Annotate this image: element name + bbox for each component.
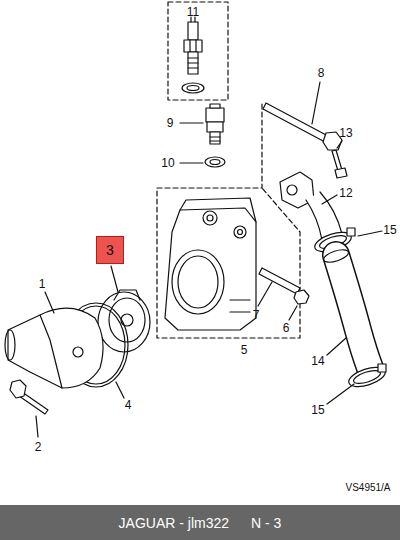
callout-number: 15 — [383, 224, 396, 236]
callout-number: 5 — [241, 344, 248, 356]
footer-text: JAGUAR - jlm322 — [119, 516, 229, 530]
highlight-callout: 3 — [96, 236, 124, 264]
callout-number: 4 — [125, 399, 132, 411]
footer-text: N - 3 — [251, 516, 281, 530]
callout-number: 3 — [106, 242, 114, 258]
callout-number: 2 — [35, 441, 42, 453]
drawing-code: VS4951/A — [345, 483, 390, 493]
callout-number: 12 — [339, 187, 352, 199]
callout-number: 13 — [339, 127, 352, 139]
callout-number: 6 — [283, 322, 290, 334]
callout-number: 8 — [318, 67, 325, 79]
callout-number: 14 — [311, 355, 324, 367]
callout-number: 9 — [167, 117, 174, 129]
callout-number: 11 — [187, 6, 199, 18]
callout-number: 1 — [39, 278, 46, 290]
callout-number: 10 — [161, 157, 174, 169]
footer-band: JAGUAR - jlm322 N - 3 — [0, 505, 400, 540]
callout-number: 15 — [311, 404, 324, 416]
callout-number: 7 — [253, 309, 260, 321]
